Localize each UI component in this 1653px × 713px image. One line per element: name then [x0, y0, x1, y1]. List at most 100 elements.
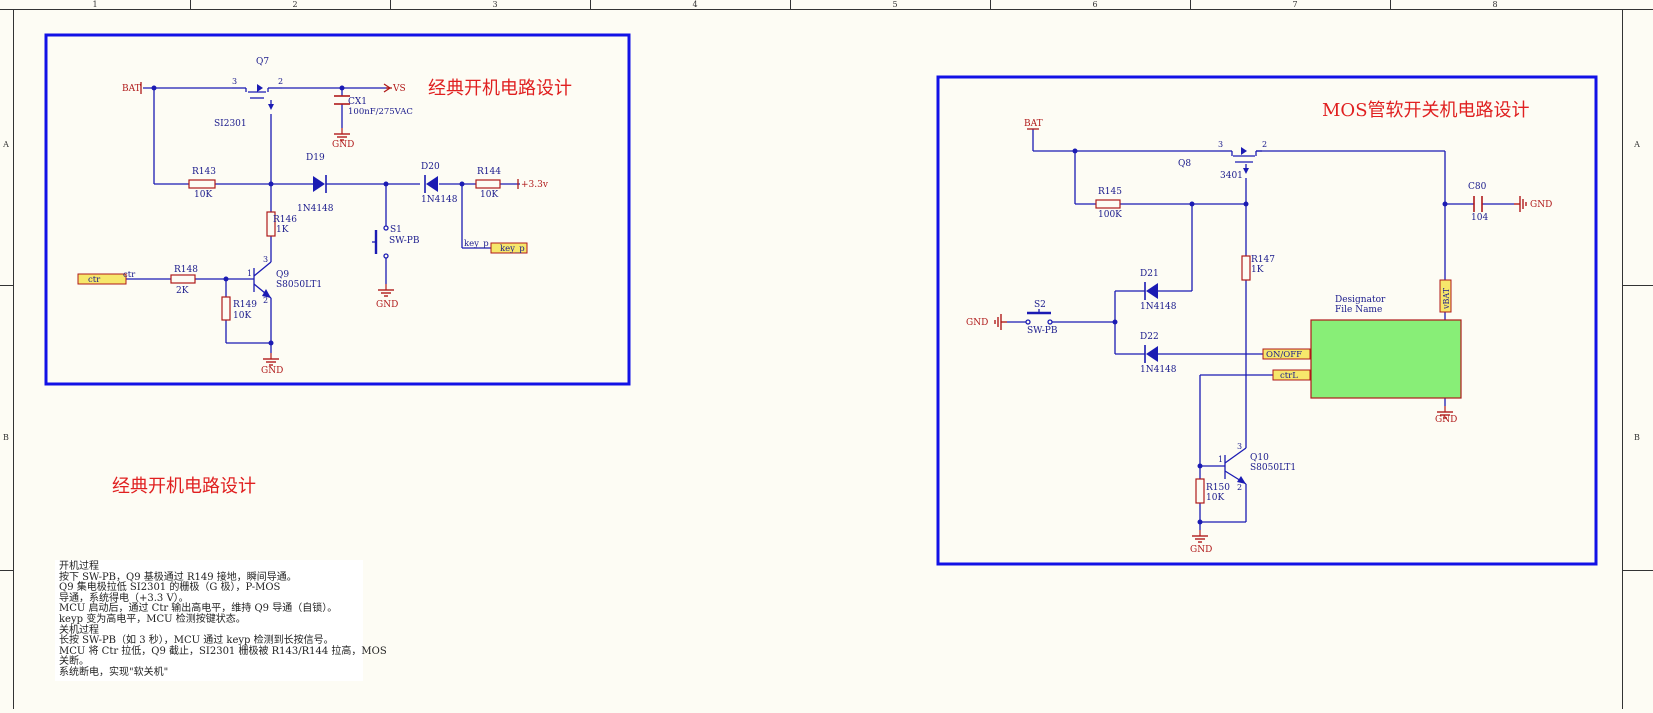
note-line: 长按 SW-PB（如 3 秒），MCU 通过 keyp 检测到长按信号。	[59, 635, 334, 647]
s1-label: S1	[390, 225, 402, 235]
bat-label: BAT	[122, 84, 141, 94]
q10-gnd-label: GND	[1190, 545, 1212, 555]
col-label-3: 3	[492, 0, 497, 9]
key-p-port	[490, 242, 528, 254]
note-line: MCU 将 Ctr 拉低，Q9 截止，SI2301 栅极被 R143/R144 …	[59, 645, 387, 657]
vs-arrow-icon	[383, 83, 392, 93]
r146-value: 1K	[276, 225, 289, 235]
col-label-4: 4	[692, 0, 697, 9]
col-label-7: 7	[1292, 0, 1297, 9]
r147-resistor	[1241, 255, 1251, 281]
note-line: 关机过程	[59, 624, 99, 636]
q9-pin2: 2	[263, 296, 268, 305]
circuit2-junctions	[1072, 148, 1448, 525]
note-line: 导通，系统得电（+3.3 V）。	[59, 592, 189, 604]
r150-value: 10K	[1206, 493, 1224, 503]
ctr-port-label: ctr	[88, 275, 101, 285]
row-label-a-left: A	[2, 140, 9, 149]
r149-value: 10K	[233, 311, 251, 321]
q10-pin3: 3	[1237, 442, 1242, 451]
vs-label: VS	[392, 84, 406, 94]
row-label-b-right: B	[1634, 433, 1640, 442]
s1-gnd-icon	[377, 283, 395, 297]
vbat-port	[1439, 279, 1452, 313]
r147-value: 1K	[1251, 265, 1264, 275]
d22-value: 1N4148	[1140, 365, 1177, 375]
d19-label: D19	[306, 153, 325, 163]
row-label-a-right: A	[1633, 140, 1640, 149]
circuit2-frame	[936, 75, 1598, 566]
note-line: 开机过程	[59, 561, 99, 572]
r146-resistor	[266, 211, 276, 237]
r148-resistor	[170, 274, 196, 284]
col-label-6: 6	[1092, 0, 1097, 9]
r144-label: R144	[477, 167, 501, 177]
q9-gnd-label: GND	[261, 366, 283, 376]
col-label-2: 2	[292, 0, 297, 9]
q7-pin2: 2	[278, 77, 283, 86]
r149-resistor	[221, 296, 231, 321]
q9-emitter-arrow	[262, 289, 271, 298]
standalone-title: 经典开机电路设计	[112, 476, 256, 497]
row-label-b-left: B	[3, 433, 9, 442]
cx1-label: CX1	[348, 97, 367, 107]
r150-resistor	[1195, 478, 1205, 504]
q8-value: 3401	[1220, 171, 1243, 181]
bat2-label: BAT	[1024, 119, 1043, 129]
c80-capacitor	[1473, 196, 1483, 212]
circuit1-wires	[126, 87, 520, 353]
c80-label: C80	[1468, 182, 1487, 192]
q9-pin1: 1	[247, 269, 252, 278]
d20-label: D20	[421, 162, 440, 172]
circuit1-title: 经典开机电路设计	[428, 78, 572, 99]
cx1-capacitor	[334, 95, 350, 105]
onoff-port-label: ON/OFF	[1266, 350, 1302, 360]
v33-label: +3.3v	[521, 180, 549, 190]
col-label-1: 1	[92, 0, 97, 9]
q9-value: S8050LT1	[276, 280, 322, 290]
ctr-port	[77, 273, 127, 285]
r150-label: R150	[1206, 483, 1230, 493]
key-net-label: key_p	[464, 239, 489, 249]
s2-value: SW-PB	[1027, 326, 1058, 336]
d20-value: 1N4148	[421, 195, 458, 205]
note-line: 按下 SW-PB，Q9 基极通过 R149 接地，瞬间导通。	[59, 571, 297, 583]
d19-diode	[313, 175, 327, 193]
circuit2-title: MOS管软开关机电路设计	[1322, 100, 1530, 121]
key-port-label: key_p	[500, 244, 525, 254]
circuit1-frame	[44, 33, 631, 386]
q7-label: Q7	[256, 57, 269, 67]
block-gnd-label: GND	[1435, 415, 1457, 425]
cx1-value: 100nF/275VAC	[348, 107, 413, 117]
d20-diode	[424, 175, 438, 193]
note-line: 关断。	[59, 656, 89, 668]
si2301-label: SI2301	[214, 119, 247, 129]
s2-gnd-label: GND	[966, 318, 988, 328]
ctrl-port	[1272, 369, 1311, 381]
q8-body-arrow	[1241, 147, 1247, 155]
q9-gnd-icon	[262, 352, 280, 366]
r143-value: 10K	[194, 190, 212, 200]
r145-value: 100K	[1098, 210, 1122, 220]
onoff-port	[1262, 348, 1311, 360]
r143-resistor	[188, 179, 216, 189]
r145-resistor	[1095, 199, 1121, 209]
q8-pin3: 3	[1218, 140, 1223, 149]
q10-emitter-arrow	[1237, 476, 1246, 484]
note-line: Q9 集电极拉低 SI2301 的栅极（G 极），P-MOS	[59, 582, 281, 594]
cx1-gnd-icon	[333, 127, 351, 141]
ctr-net-label: ctr	[123, 270, 136, 280]
circuit1-junctions	[151, 85, 465, 346]
d21-value: 1N4148	[1140, 302, 1177, 312]
s1-value: SW-PB	[389, 236, 420, 246]
q10-value: S8050LT1	[1250, 463, 1296, 473]
q8-pin2: 2	[1262, 140, 1267, 149]
file-name-label: File Name	[1335, 305, 1382, 315]
c80-gnd-label: GND	[1530, 200, 1552, 210]
q10-pin1: 1	[1218, 455, 1223, 464]
description-notes: 开机过程 按下 SW-PB，Q9 基极通过 R149 接地，瞬间导通。 Q9 集…	[55, 560, 387, 681]
designator-block	[1310, 319, 1462, 399]
d21-label: D21	[1140, 269, 1159, 279]
ctrl-port-label: ctrL	[1280, 371, 1298, 381]
